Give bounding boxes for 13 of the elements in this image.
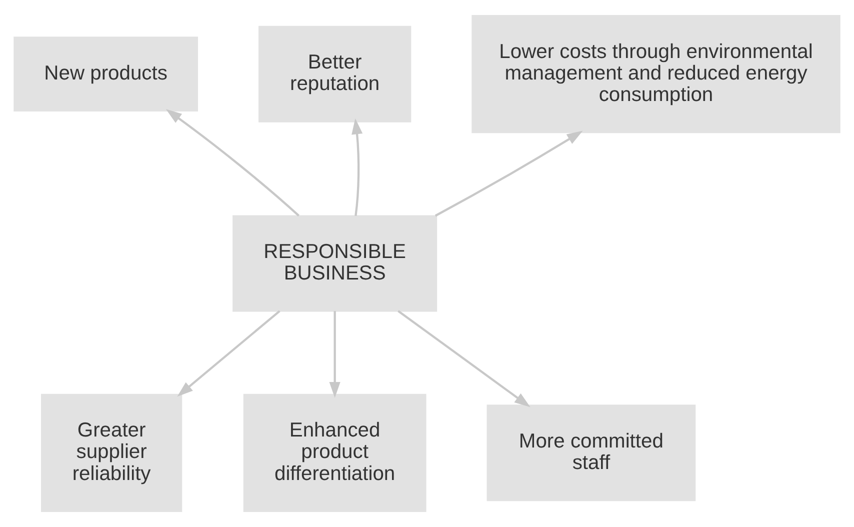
arrow xyxy=(434,130,583,217)
node-box: More committed staff xyxy=(486,404,696,502)
arrow xyxy=(352,118,363,216)
arrow xyxy=(177,310,280,397)
arrow xyxy=(398,310,530,408)
node-box: Greater supplier reliability xyxy=(41,394,182,512)
node-box: New products xyxy=(14,36,198,112)
node-box: Lower costs through environmental management and reduced energy consumption xyxy=(472,15,840,134)
arrow xyxy=(166,109,300,217)
arrow xyxy=(329,311,340,398)
node-box: Better reputation xyxy=(258,26,412,122)
node-box: Enhanced product differentiation xyxy=(243,394,426,512)
node-box: RESPONSIBLE BUSINESS xyxy=(232,215,438,312)
